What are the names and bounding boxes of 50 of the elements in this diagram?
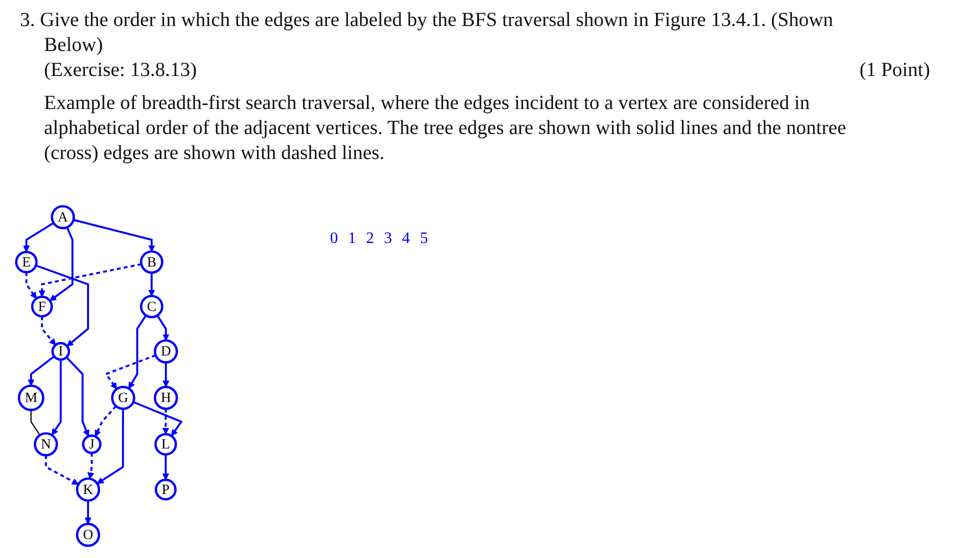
- node-circle: A: [50, 205, 75, 230]
- arrow: [25, 272, 37, 299]
- arrow: [84, 500, 92, 524]
- arrow: [162, 362, 170, 388]
- arrow: [156, 314, 170, 341]
- node-circle: M: [18, 384, 44, 412]
- node-circle: K: [76, 477, 100, 502]
- node-circle: P: [154, 478, 177, 500]
- arrow: [104, 354, 156, 390]
- arrow: [87, 452, 94, 480]
- node-circle: E: [15, 250, 38, 274]
- arrow: [96, 408, 124, 484]
- node-circle: C: [140, 294, 164, 318]
- node-circle: O: [76, 522, 100, 547]
- figure-description: Example of breadth-first search traversal, where the edges incident to a vertex are considered in alphabetical order of the adjacent vertices. The tree edges are shown with solid lines and the nontree (cross) edges are shown with dashed lines.: [43, 91, 848, 166]
- node-circle: H: [154, 386, 178, 410]
- node-circle: D: [154, 339, 178, 364]
- arrow: [38, 263, 142, 298]
- arrow: [66, 356, 90, 437]
- arrow: [22, 222, 54, 252]
- arrow: [36, 264, 90, 346]
- arrow: [50, 226, 74, 302]
- node-circle: G: [111, 386, 136, 410]
- arrow: [162, 408, 170, 434]
- level-number: 5: [420, 230, 428, 248]
- arrow: [128, 314, 147, 389]
- arrow: [162, 454, 170, 480]
- arrow: [28, 356, 55, 386]
- node-circle: N: [34, 432, 58, 456]
- level-number: 3: [384, 230, 392, 248]
- connector: [30, 410, 40, 436]
- arrow: [73, 218, 156, 252]
- level-number: 0: [330, 230, 338, 248]
- point-value: (1 Point): [859, 58, 930, 83]
- node-circle: L: [154, 433, 178, 456]
- arrow: [132, 401, 183, 436]
- node-circle: B: [140, 250, 164, 274]
- arrow: [94, 405, 117, 437]
- node-circle: F: [31, 296, 53, 318]
- arrow: [44, 455, 79, 485]
- arrow: [148, 272, 156, 296]
- level-number: 1: [348, 230, 356, 248]
- question-text: 3. Give the order in which the edges are labeled by the BFS traversal shown in Figure 13.4.1. (Shown Below): [20, 8, 834, 58]
- exercise-reference: (Exercise: 13.8.13): [44, 58, 197, 83]
- arrow: [52, 360, 62, 436]
- level-number: 2: [366, 230, 374, 248]
- node-circle: J: [82, 434, 102, 454]
- arrow: [41, 316, 56, 346]
- node-circle: I: [51, 342, 70, 361]
- level-number: 4: [402, 230, 410, 248]
